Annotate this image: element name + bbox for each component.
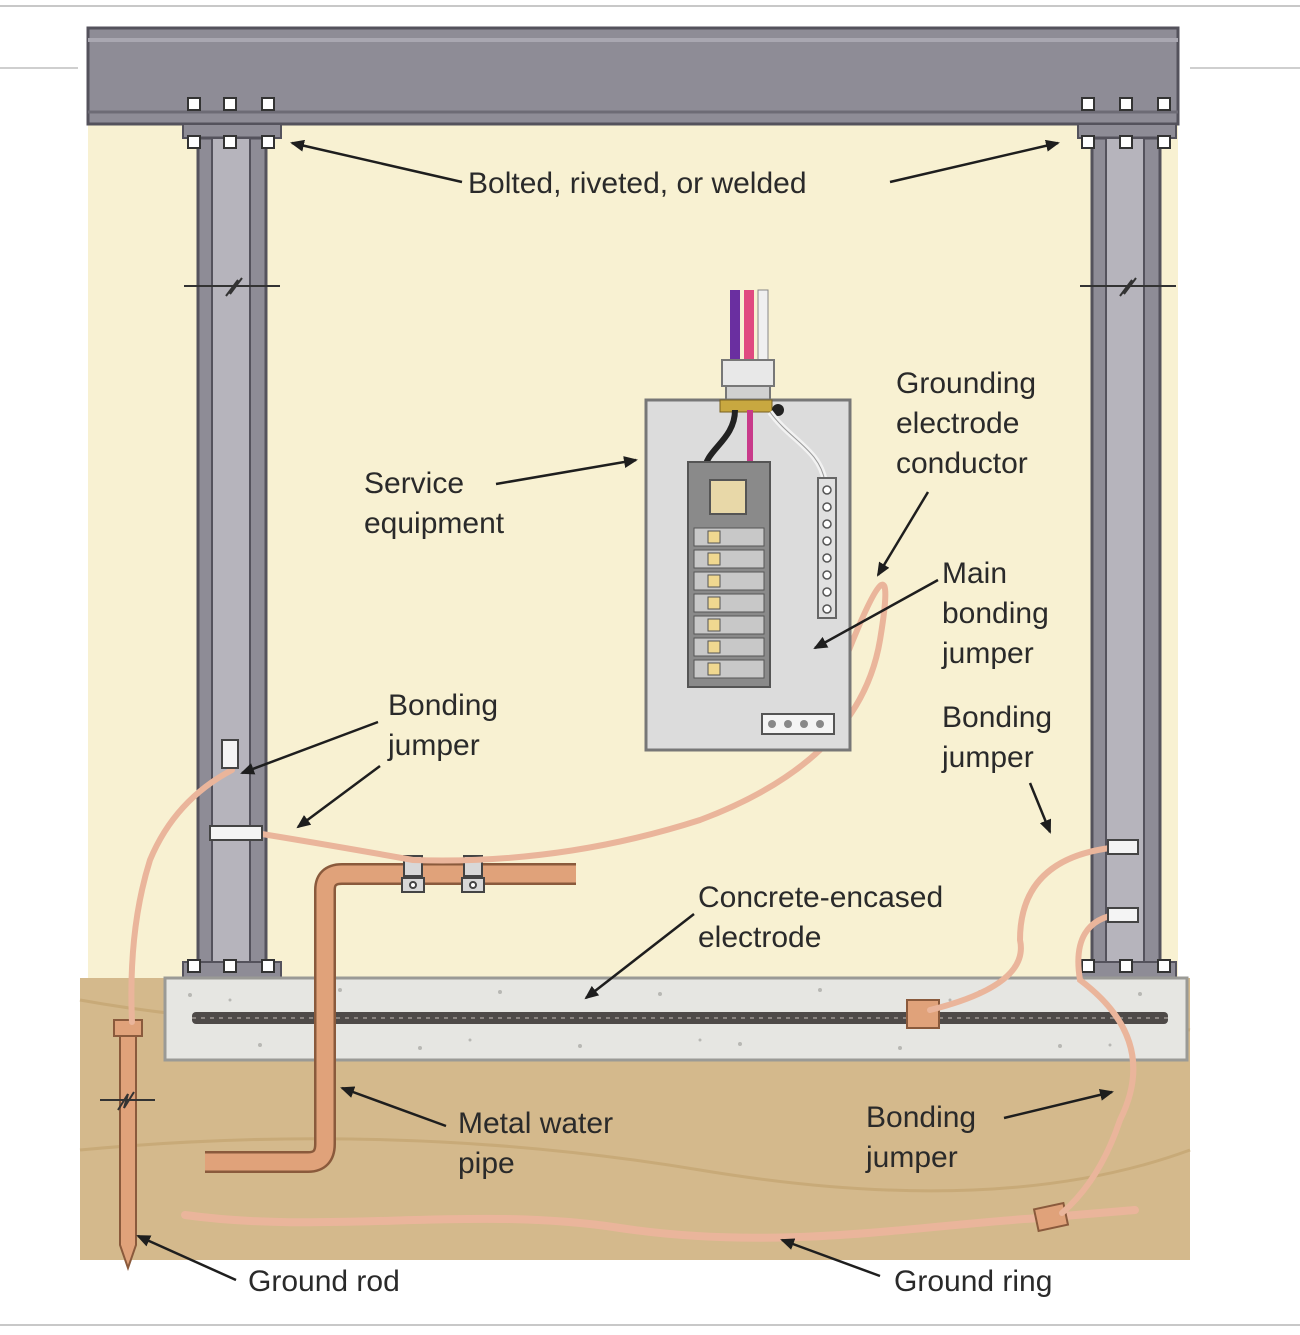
label-service-equipment: Service equipment xyxy=(364,467,505,540)
ground-rod xyxy=(100,1019,155,1272)
callout-arrows xyxy=(136,139,1114,1282)
column-clamps xyxy=(209,739,1139,923)
label-ground-ring: Ground ring xyxy=(894,1265,1053,1298)
label-main-bonding-jumper: Main bonding jumper xyxy=(942,557,1049,670)
ground-ring xyxy=(181,1206,1139,1242)
steel-beam xyxy=(86,26,1180,126)
label-bonding-jumper-left: Bonding jumper xyxy=(388,689,499,762)
label-grounding-electrode-conductor: Grounding electrode conductor xyxy=(896,367,1037,480)
label-concrete-encased-electrode: Concrete-encased electrode xyxy=(698,881,944,954)
label-ground-rod: Ground rod xyxy=(248,1265,400,1298)
service-equipment-panel xyxy=(644,289,852,752)
left-steel-column xyxy=(182,123,282,979)
label-metal-water-pipe: Metal water pipe xyxy=(458,1107,614,1180)
label-bonding-jumper-right: Bonding jumper xyxy=(942,701,1053,774)
label-bonding-jumper-bottom: Bonding jumper xyxy=(866,1101,977,1174)
bolts xyxy=(187,97,1171,973)
label-bolted-riveted-welded: Bolted, riveted, or welded xyxy=(468,167,807,200)
